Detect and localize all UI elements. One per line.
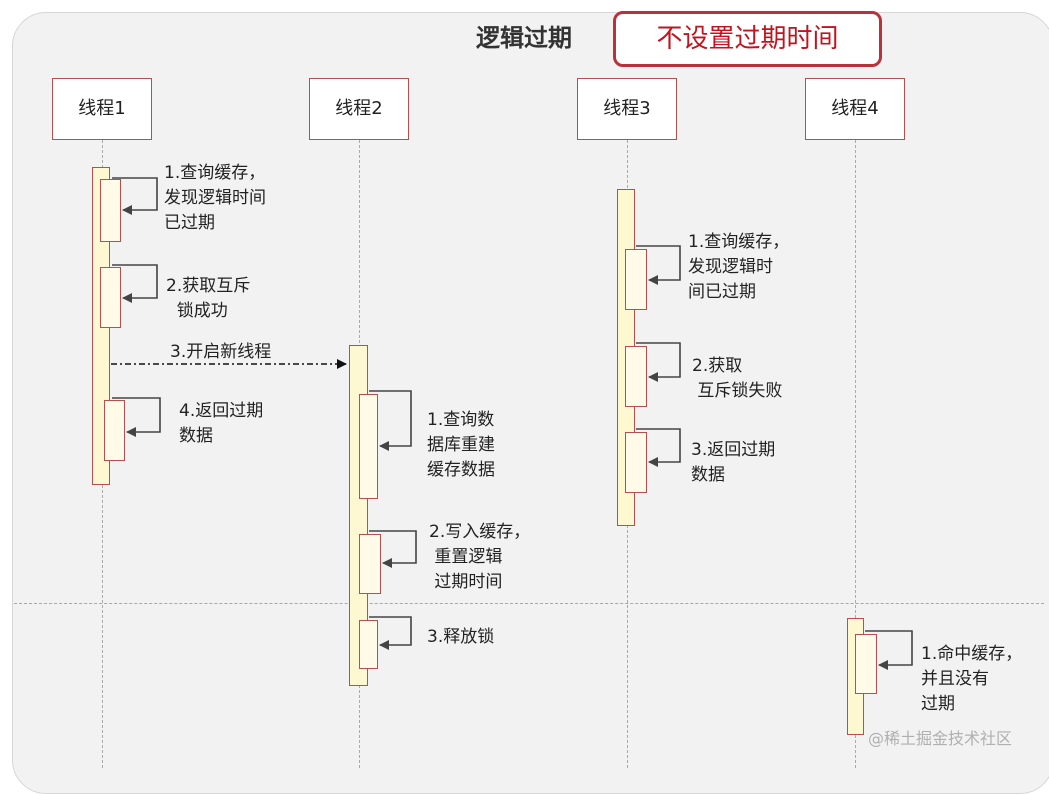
thread-4-header: 线程4 — [805, 78, 905, 140]
self-arrow-thread-3-step-1 — [636, 245, 681, 285]
thread-3-query-cache-label: 1.查询缓存， 发现逻辑时 间已过期 — [688, 232, 790, 302]
self-arrow-thread-4-step-1 — [865, 630, 913, 670]
thread-2-release-lock-label: 3.释放锁 — [427, 627, 495, 647]
thread-1-lock-success-label: 2.获取互斥 锁成功 — [166, 276, 251, 321]
self-arrow-thread-2-step-2 — [369, 530, 417, 568]
activation-thread-3-step-3 — [625, 432, 647, 493]
self-arrow-thread-3-step-2 — [636, 342, 681, 382]
thread-2-header: 线程2 — [309, 78, 409, 140]
lifeline-thread-4 — [855, 140, 856, 768]
self-arrow-thread-1-step-4 — [112, 397, 161, 437]
activation-thread-1-step-4 — [104, 400, 125, 461]
thread-1-start-thread-label: 3.开启新线程 — [170, 342, 272, 362]
activation-thread-2-step-2 — [359, 534, 381, 594]
self-arrow-thread-1-step-2 — [112, 264, 158, 303]
activation-thread-3-step-1 — [625, 249, 647, 310]
thread-3-lock-failed-label: 2.获取 互斥锁失败 — [692, 356, 783, 401]
thread-2-write-cache-label: 2.写入缓存， 重置逻辑 过期时间 — [429, 522, 531, 592]
diagram-title: 逻辑过期 — [476, 24, 572, 52]
activation-thread-1-step-1 — [100, 179, 121, 242]
activation-thread-2-step-3 — [359, 620, 378, 669]
thread-1-return-expired-label: 4.返回过期 数据 — [179, 401, 264, 446]
thread-2-rebuild-cache-label: 1.查询数 据库重建 缓存数据 — [427, 410, 495, 480]
watermark: @稀土掘金技术社区 — [868, 729, 1013, 748]
self-arrow-thread-2-step-3 — [369, 616, 412, 650]
self-arrow-thread-3-step-3 — [636, 428, 681, 467]
activation-thread-1-step-2 — [100, 267, 121, 328]
thread-3-header: 线程3 — [577, 78, 677, 140]
self-arrow-thread-1-step-1 — [112, 177, 158, 215]
thread-1-query-cache-label: 1.查询缓存， 发现逻辑时间 已过期 — [164, 163, 266, 233]
activation-thread-3-step-2 — [625, 346, 647, 407]
thread-4-cache-hit-label: 1.命中缓存， 并且没有 过期 — [921, 644, 1023, 714]
message-arrows — [111, 177, 913, 670]
phase-divider — [14, 603, 1044, 604]
no-expiry-badge: 不设置过期时间 — [613, 11, 882, 67]
thread-3-return-expired-label: 3.返回过期 数据 — [691, 440, 776, 485]
activation-thread-4-step-1 — [855, 634, 877, 694]
thread-1-header: 线程1 — [52, 78, 152, 140]
self-arrow-thread-2-step-1 — [369, 390, 412, 451]
activation-thread-2-step-1 — [359, 394, 378, 499]
